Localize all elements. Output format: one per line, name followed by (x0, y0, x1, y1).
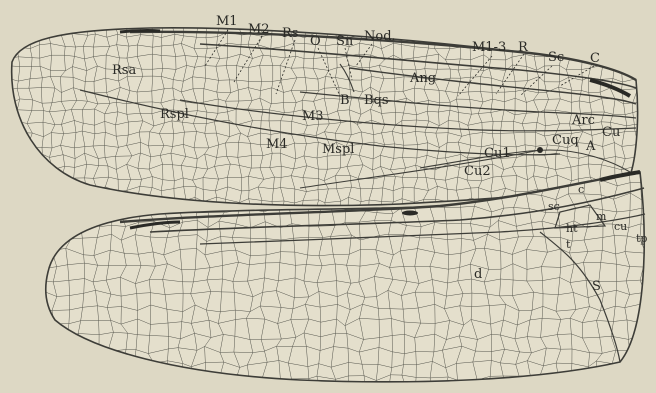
label-Cu2: Cu2 (464, 164, 491, 179)
label-Ang: Ang (409, 71, 436, 86)
label-M1: M1 (216, 14, 238, 29)
label-ht: ht (566, 222, 578, 235)
label-cu: cu (614, 220, 627, 233)
label-m: m (596, 210, 607, 223)
label-M3: M3 (302, 109, 324, 124)
label-M2: M2 (248, 22, 270, 37)
label-Cuq: Cuq (552, 133, 579, 148)
label-c: c (578, 183, 584, 196)
label-S: S (592, 279, 601, 294)
label-Rsa: Rsa (112, 63, 136, 78)
label-M4: M4 (266, 137, 288, 152)
label-M1-3: M1-3 (472, 40, 506, 55)
label-A: A (585, 139, 596, 154)
label-Rs: Rs (282, 26, 298, 41)
label-sc: sc (548, 200, 560, 213)
label-R: R (518, 40, 529, 55)
label-B: B (340, 93, 350, 108)
label-Rspl: Rspl (160, 107, 189, 122)
label-t: t (566, 238, 571, 251)
label-d: d (474, 267, 482, 282)
label-Arc: Arc (571, 113, 595, 128)
label-Bqs: Bqs (364, 93, 389, 108)
label-tp: tp (636, 232, 647, 245)
label-Cu: Cu (602, 125, 620, 140)
label-Sc: Sc (548, 50, 564, 65)
label-Sn: Sn (336, 34, 354, 49)
label-O: O (310, 34, 321, 49)
label-Cu1: Cu1 (484, 146, 511, 161)
label-C: C (590, 51, 600, 66)
label-Mspl: Mspl (322, 142, 354, 157)
label-Nod: Nod. (364, 29, 396, 44)
